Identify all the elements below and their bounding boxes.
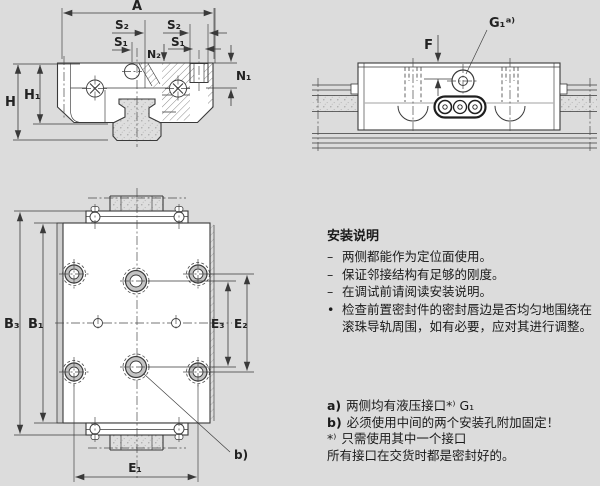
dim-label-n1: N₁ [236, 69, 251, 83]
lube-port-cluster [433, 95, 487, 119]
footnote-a: a) 两侧均有液压接口*⁾ G₁ [327, 398, 597, 415]
footnote-b: b)必须使用中间的两个安装孔附加固定！ [327, 415, 597, 432]
note-bullet: – [327, 266, 334, 282]
pin-hole [93, 315, 103, 331]
mounting-hole [183, 259, 213, 289]
mounting-hole [59, 357, 89, 387]
note-bullet: • [327, 301, 335, 317]
note-text: 检查前置密封件的密封唇边是否均匀地围绕在滚珠导轨周围，如有必要，应对其进行调整。 [342, 301, 593, 335]
footnote-text: 所有接口在交货时都是密封好的。 [327, 447, 515, 463]
callout-b: b) [143, 373, 248, 462]
side-view: F G₁ᵃ⁾ [312, 16, 597, 152]
dim-label-h1: H₁ [24, 88, 41, 103]
note-text: 保证邻接结构有足够的刚度。 [342, 266, 505, 282]
note-bullet: – [327, 284, 334, 299]
footnotes: a) 两侧均有液压接口*⁾ G₁ b)必须使用中间的两个安装孔附加固定！ *⁾ 只需… [327, 398, 597, 464]
note-text: 两侧都能作为定位面使用。 [342, 249, 493, 264]
note-item: • 检查前置密封件的密封唇边是否均匀地围绕在滚珠导轨周围，如有必要，应对其进行调… [327, 301, 599, 336]
dim-label-g1: G₁ᵃ⁾ [489, 16, 515, 31]
installation-notes: 安装说明 – 两侧都能作为定位面使用。 – 保证邻接结构有足够的刚度。 – 在调… [327, 225, 599, 336]
dim-label-b1: B₁ [28, 317, 44, 332]
front-section-view: A H H₁ S₂ S₁ N₂ S₂ S₁ [5, 0, 251, 147]
top-view: B₃ B₁ E₃ E₂ E₁ b) [4, 188, 254, 482]
dim-label-s1-right: S₁ [171, 35, 185, 49]
mounting-hole-middle [120, 267, 152, 295]
note-text: 在调试前请阅读安装说明。 [342, 284, 493, 299]
dim-label-e2: E₂ [234, 317, 247, 331]
dim-A: A [61, 0, 215, 59]
dim-E1: E₁ [73, 384, 199, 482]
dim-N1: N₁ [206, 45, 251, 106]
footnote-prefix: a) [327, 398, 342, 413]
screw-hole-left [82, 75, 108, 102]
dim-label-s2-left: S₂ [115, 18, 129, 32]
dim-label-a: A [132, 0, 142, 14]
dim-label-e1: E₁ [128, 461, 141, 475]
pin-hole [171, 315, 181, 331]
footnote-sealed: 所有接口在交货时都是密封好的。 [327, 448, 597, 465]
dim-H: H H₁ [5, 63, 108, 141]
carriage-body-section [56, 62, 214, 124]
dim-G1: G₁ᵃ⁾ [465, 16, 515, 75]
rail-base-lines [312, 133, 597, 149]
dim-label-e3: E₃ [211, 317, 224, 331]
footnote-prefix: *⁾ [327, 431, 337, 446]
mounting-hole [59, 259, 89, 289]
screw-hole-right [165, 75, 191, 102]
note-item: – 两侧都能作为定位面使用。 [327, 248, 599, 266]
rail-top-end [85, 195, 189, 229]
footnote-prefix: b) [327, 414, 342, 430]
footnote-star: *⁾ 只需使用其中一个接口 [327, 431, 597, 448]
rail-left-segment [312, 78, 358, 152]
note-item: – 保证邻接结构有足够的刚度。 [327, 266, 599, 284]
installation-notes-title: 安装说明 [327, 229, 380, 244]
note-item: – 在调试前请阅读安装说明。 [327, 283, 599, 301]
rail-right-segment [560, 78, 597, 152]
dim-label-b-note: b) [234, 448, 248, 462]
lube-port-section [122, 63, 142, 80]
dim-label-s2-right: S₂ [167, 18, 181, 32]
dim-F: F [424, 35, 452, 96]
dim-B: B₃ B₁ [4, 210, 86, 436]
hidden-bore-left [397, 58, 429, 133]
dim-label-h: H [5, 95, 16, 110]
footnote-text: 两侧均有液压接口*⁾ G₁ [346, 398, 475, 413]
hidden-bore-right [494, 58, 526, 133]
dim-S-right: S₂ S₁ [163, 8, 227, 63]
dim-E23: E₃ E₂ [148, 273, 254, 373]
footnote-text: 必须使用中间的两个安装孔附加固定！ [346, 414, 560, 430]
dim-label-s1-left: S₁ [114, 35, 128, 49]
dim-label-n2: N₂ [147, 48, 161, 61]
dim-label-b3: B₃ [4, 317, 20, 332]
hydraulic-port [447, 64, 479, 98]
footnote-text: 只需使用其中一个接口 [341, 431, 467, 446]
centerlines-front [63, 48, 200, 147]
centerlines-top [55, 188, 232, 478]
dim-label-f: F [424, 38, 433, 53]
note-bullet: – [327, 249, 334, 264]
dim-S-left: S₂ S₁ N₂ [112, 18, 168, 88]
